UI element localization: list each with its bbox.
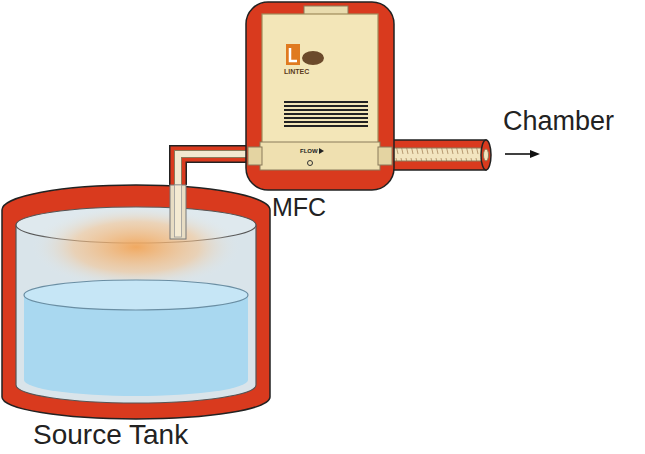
dip-tube-bore: [175, 185, 182, 237]
source-tank: Source Tank: [0, 185, 272, 420]
vent-slot: [284, 109, 368, 111]
flow-block: [260, 142, 380, 170]
dip-tube: [170, 185, 186, 239]
flexible-tube: [380, 148, 484, 161]
heater-jacket: [380, 140, 486, 170]
liquid-surface: [24, 280, 248, 310]
mass-flow-controller: MFCLINTECFLOW: [246, 2, 394, 190]
vent-slot: [284, 117, 368, 119]
pipe-edge: [178, 154, 248, 185]
mfc-label: MFC: [272, 195, 326, 220]
pipe-core: [178, 154, 248, 185]
heated-pipe: [178, 154, 248, 185]
pipe-end: [481, 140, 491, 170]
heater-jacket: [246, 2, 394, 190]
flow-triangle: [319, 148, 324, 154]
brand-logo-text: LINTEC: [284, 68, 309, 75]
flow-marking: FLOW: [300, 148, 318, 154]
flow-arrowhead: [530, 150, 540, 158]
flow-arrow: [505, 153, 532, 155]
vent-slot: [284, 125, 368, 127]
indicator: [308, 161, 313, 166]
vent-slot: [284, 101, 368, 103]
pipe-jacket: [178, 154, 248, 185]
vent-slot: [284, 121, 368, 123]
logo-mark: [286, 44, 300, 65]
vent-slot: [284, 105, 368, 107]
vent-slot: [284, 113, 368, 115]
pipe-bore: [484, 149, 489, 161]
heater-jacket: [2, 185, 270, 419]
fitting-nut: [248, 147, 262, 165]
fitting-nut: [378, 147, 392, 165]
logo-mark: [290, 48, 297, 61]
pipe-outline: [178, 154, 248, 185]
tank-label: Source Tank: [33, 421, 188, 449]
destination-label: Chamber: [503, 108, 614, 135]
source-tank-outline: [0, 185, 272, 420]
mass-flow-controller-outline: [246, 2, 394, 190]
vapor: [31, 205, 241, 289]
logo-mark: [302, 51, 324, 65]
